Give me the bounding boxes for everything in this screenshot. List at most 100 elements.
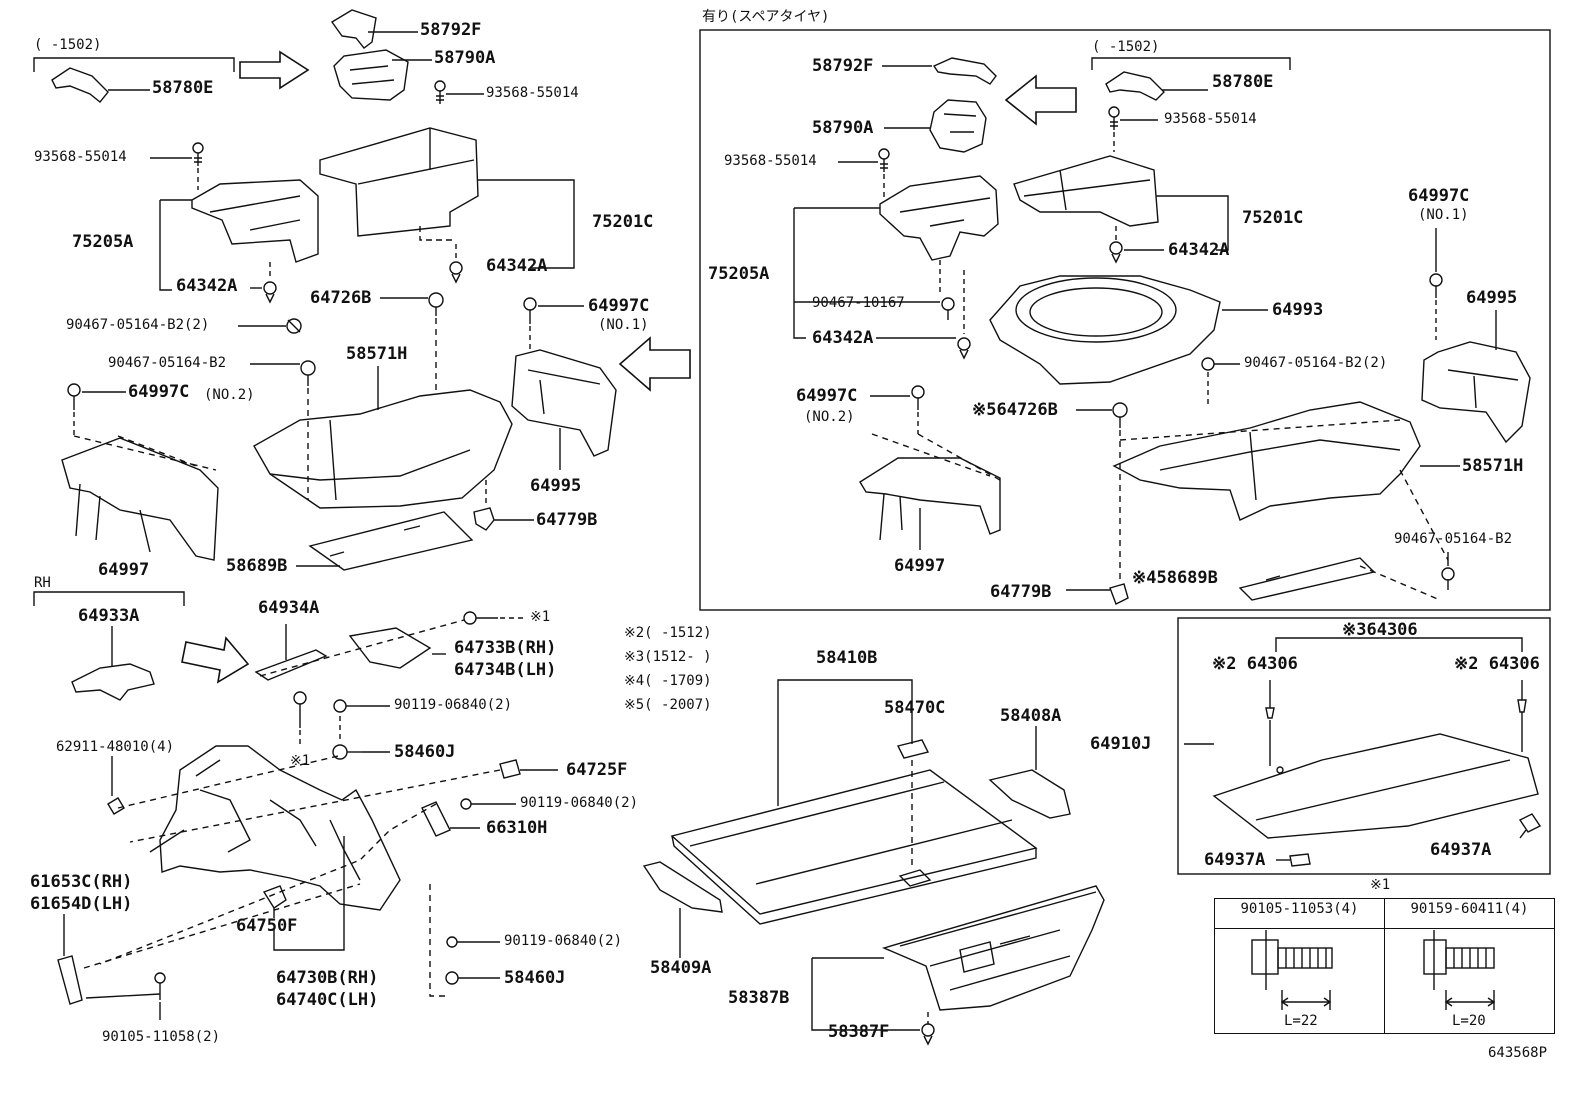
- label-64740C: 64740C(LH): [276, 990, 379, 1010]
- part-58410B: [670, 769, 1038, 915]
- label-64997C-no2-right: 64997C: [796, 386, 858, 406]
- label-75201C-right: 75201C: [1242, 208, 1304, 228]
- label-64734B: 64734B(LH): [454, 660, 557, 680]
- label-64997C-no2-left: 64997C: [128, 382, 190, 402]
- label-58410B: 58410B: [816, 648, 878, 668]
- part-64910J: [1212, 733, 1539, 839]
- label-64910J: 64910J: [1090, 734, 1152, 754]
- part-64997-left: [61, 437, 219, 561]
- part-58780E-left: [51, 67, 109, 103]
- note-1502-right: ( -1502): [1092, 39, 1160, 55]
- label-58571H-right: 58571H: [1462, 456, 1524, 476]
- mark-1-top: ※1: [530, 609, 551, 625]
- label-90467-right-low: 90467-05164-B2: [1394, 531, 1513, 547]
- arrow-left-top: [1004, 74, 1077, 126]
- label-rh: RH: [34, 575, 51, 591]
- spare-tire-frame: [699, 29, 1551, 611]
- label-62911: 62911-48010(4): [56, 739, 175, 755]
- arrow-right-top: [239, 50, 310, 90]
- part-58689B-left: [308, 511, 474, 571]
- part-58792F-right: [932, 57, 997, 85]
- mark-1-lower: ※1: [290, 753, 311, 769]
- tonneau-box: [1177, 617, 1551, 875]
- label-64342A-right-low: 64342A: [812, 328, 874, 348]
- label-64306-left: ※2 64306: [1212, 654, 1298, 674]
- label-58460J-top: 58460J: [394, 742, 456, 762]
- label-75201C-left: 75201C: [592, 212, 654, 232]
- label-90467-left: 90467-05164-B2: [108, 355, 227, 371]
- bolt-a-header: 90105-11053(4): [1214, 898, 1385, 929]
- label-64306-top: ※364306: [1342, 620, 1418, 640]
- label-75205A-left: 75205A: [72, 232, 134, 252]
- part-58571H-left: [253, 389, 513, 509]
- label-64342A-right-top: 64342A: [1168, 240, 1230, 260]
- label-58792F-right: 58792F: [812, 56, 874, 76]
- part-75201C-left: [319, 127, 479, 237]
- label-64934A: 64934A: [258, 598, 320, 618]
- label-93568-right-top: 93568-55014: [1164, 111, 1257, 127]
- label-64306-right: ※2 64306: [1454, 654, 1540, 674]
- bolt-a-length: L=22: [1284, 1013, 1318, 1029]
- label-93568-top: 93568-55014: [486, 85, 579, 101]
- spare-tire-title: 有り(スペアタイヤ): [702, 9, 830, 25]
- note-2: ※2( -1512): [624, 625, 712, 641]
- label-64726B-left: 64726B: [310, 288, 372, 308]
- label-64779B-left: 64779B: [536, 510, 598, 530]
- label-64997-right: 64997: [894, 556, 946, 576]
- label-58470C: 58470C: [884, 698, 946, 718]
- label-58780E-right: 58780E: [1212, 72, 1274, 92]
- label-75205A-right: 75205A: [708, 264, 770, 284]
- note-4: ※4( -1709): [624, 673, 712, 689]
- label-90119-low: 90119-06840(2): [504, 933, 623, 949]
- label-90119-mid: 90119-06840(2): [520, 795, 639, 811]
- label-64730B: 64730B(RH): [276, 968, 379, 988]
- note-no1-left: (NO.1): [598, 317, 649, 333]
- note-3: ※3(1512- ): [624, 649, 712, 665]
- label-64342A-left: 64342A: [176, 276, 238, 296]
- part-64995-right: [1421, 341, 1531, 444]
- label-64993: 64993: [1272, 300, 1324, 320]
- label-64937A-left: 64937A: [1204, 850, 1266, 870]
- drawing-number: 643568P: [1488, 1045, 1548, 1061]
- label-58780E-left: 58780E: [152, 78, 214, 98]
- label-64997C-no1-left: 64997C: [588, 296, 650, 316]
- label-90467-10167: 90467-10167: [812, 295, 905, 311]
- note-1502-left: ( -1502): [34, 37, 102, 53]
- label-58689B-left: 58689B: [226, 556, 288, 576]
- label-64995-right: 64995: [1466, 288, 1518, 308]
- label-90119-top: 90119-06840(2): [394, 697, 513, 713]
- part-58790A-right: [929, 99, 987, 153]
- note-no2-right: (NO.2): [804, 409, 855, 425]
- label-58409A: 58409A: [650, 958, 712, 978]
- label-64750F: 64750F: [236, 916, 298, 936]
- part-58470C: [896, 739, 930, 759]
- part-75205A-right: [879, 175, 999, 261]
- part-58387B: [881, 885, 1105, 1011]
- bolt-table: 90105-11053(4) 90159-60411(4): [1214, 898, 1555, 1034]
- label-61653C: 61653C(RH): [30, 872, 133, 892]
- label-58790A-left: 58790A: [434, 48, 496, 68]
- bolt-b-header: 90159-60411(4): [1384, 898, 1555, 929]
- part-58409A: [642, 861, 723, 913]
- label-90467-2-right: 90467-05164-B2(2): [1244, 355, 1388, 371]
- arrow-right-low: [181, 636, 250, 684]
- part-64934A: [254, 649, 328, 681]
- label-58790A-right: 58790A: [812, 118, 874, 138]
- bolt-b-length: L=20: [1452, 1013, 1486, 1029]
- label-58387B: 58387B: [728, 988, 790, 1008]
- label-58571H-left: 58571H: [346, 344, 408, 364]
- note-no2-left: (NO.2): [204, 387, 255, 403]
- bolt-a-cell: [1214, 928, 1385, 1034]
- note-no1-right: (NO.1): [1418, 207, 1469, 223]
- label-58408A: 58408A: [1000, 706, 1062, 726]
- part-58790A-left: [333, 49, 409, 101]
- label-64995-left: 64995: [530, 476, 582, 496]
- label-58387F: 58387F: [828, 1022, 890, 1042]
- label-58460J-low: 58460J: [504, 968, 566, 988]
- part-66310H: [421, 801, 451, 837]
- label-64779B-right: 64779B: [990, 582, 1052, 602]
- part-58792F-left: [330, 9, 377, 49]
- part-64933A: [71, 663, 155, 701]
- label-90105-11058: 90105-11058(2): [102, 1029, 221, 1045]
